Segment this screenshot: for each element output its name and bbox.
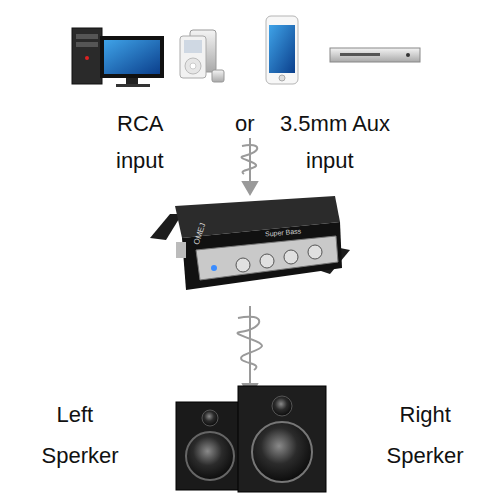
arrow-shaft [249, 306, 251, 388]
left-speaker [176, 402, 244, 490]
click-wheel [185, 58, 201, 74]
power-led [211, 265, 217, 271]
arrow-head [243, 182, 257, 194]
input-type: RCA [117, 113, 163, 135]
signal-arrow [237, 306, 262, 397]
dvd-body [330, 48, 420, 62]
center-button [190, 63, 196, 69]
knob [260, 254, 274, 268]
dvd-player-icon [330, 48, 420, 62]
power-switch [176, 242, 186, 258]
computer-icon [72, 28, 164, 87]
amplifier [150, 196, 350, 290]
tweeter [202, 410, 218, 426]
keyboard [116, 84, 150, 87]
input-word: input [306, 150, 354, 172]
speaker-label: Left [57, 404, 94, 426]
pc-tower [72, 28, 102, 84]
speaker-label: Sperker [387, 445, 464, 467]
phone-icon [266, 16, 298, 84]
amp-body [182, 222, 342, 290]
right-speaker [238, 386, 326, 492]
ipod-shuffle [212, 70, 224, 82]
ipod-screen [184, 40, 202, 53]
ipod-icon [180, 30, 224, 82]
connector-word: or [235, 113, 255, 135]
spiral [242, 145, 258, 174]
mount-flange [150, 214, 182, 240]
tweeter [272, 396, 292, 416]
speaker-pair [176, 386, 326, 492]
input-type: 3.5mm Aux [280, 113, 390, 135]
home-button [279, 75, 285, 81]
monitor [100, 36, 164, 78]
woofer [252, 422, 312, 482]
phone-screen [269, 25, 295, 73]
ipod-body [180, 36, 206, 78]
speaker-label: Right [400, 404, 451, 426]
signal-arrow [242, 138, 258, 194]
speaker-label: Sperker [42, 445, 119, 467]
power-light [85, 56, 89, 60]
phone-body [266, 16, 298, 84]
knob [308, 245, 322, 259]
input-word: input [116, 150, 164, 172]
knob [236, 258, 250, 272]
disc-tray [340, 53, 380, 56]
knob [284, 250, 298, 264]
drive-bay [76, 34, 98, 39]
dvd-button [406, 53, 410, 57]
front-panel [196, 236, 338, 280]
monitor-screen [104, 40, 160, 74]
woofer [186, 432, 234, 480]
spiral [237, 317, 262, 370]
monitor-stand [126, 78, 138, 84]
drive-bay [76, 42, 98, 47]
